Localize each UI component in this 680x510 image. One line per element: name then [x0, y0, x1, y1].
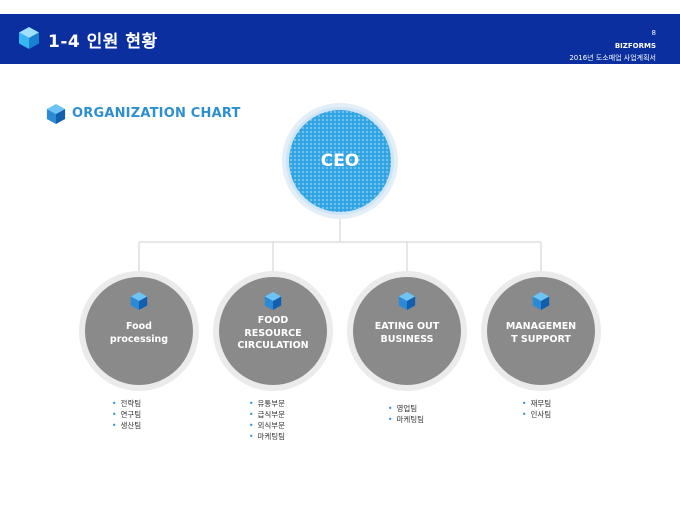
cube-icon — [46, 104, 66, 124]
cube-icon — [19, 27, 39, 49]
list-item: •전략팀 — [112, 399, 142, 408]
ceo-node — [289, 110, 391, 212]
team-list: •전략팀 •연구팀 •생산팀 — [112, 398, 141, 431]
cube-icon — [264, 292, 282, 310]
bullet-icon: • — [522, 399, 527, 408]
bullet-icon: • — [249, 432, 254, 441]
bullet-icon: • — [112, 421, 117, 430]
list-item: •급식부문 — [249, 410, 286, 419]
ceo-label: CEO — [320, 151, 360, 171]
list-item: •생산팀 — [112, 421, 142, 430]
team-list: •유통부문 •급식부문 •외식부문 •마케팅팀 — [249, 398, 285, 442]
cube-icon — [130, 292, 148, 310]
bullet-icon: • — [388, 415, 393, 424]
team-list: •재무팀 •인사팀 — [522, 398, 551, 420]
list-item: •유통부문 — [249, 399, 286, 408]
bullet-icon: • — [112, 410, 117, 419]
cube-icon — [398, 292, 416, 310]
header-bar: 1-4 인원 현황 8 BIZFORMS 2016년 도소매업 사업계획서 — [0, 14, 680, 64]
department-label: FOOD RESOURCE CIRCULATION — [237, 315, 309, 351]
cube-icon — [532, 292, 550, 310]
section-title: ORGANIZATION CHART — [72, 106, 241, 121]
bullet-icon: • — [249, 421, 254, 430]
bullet-icon: • — [249, 410, 254, 419]
document-title: 2016년 도소매업 사업계획서 — [569, 54, 656, 62]
list-item: •마케팅팀 — [249, 432, 286, 441]
list-item: •영업팀 — [388, 404, 418, 413]
department-label: EATING OUT BUSINESS — [374, 321, 440, 345]
bullet-icon: • — [249, 399, 254, 408]
list-item: •인사팀 — [522, 410, 552, 419]
bullet-icon: • — [522, 410, 527, 419]
bullet-icon: • — [388, 404, 393, 413]
page-number: 8 — [651, 29, 656, 37]
brand-label: BIZFORMS — [614, 42, 656, 50]
department-label: Food processing — [109, 321, 169, 345]
bullet-icon: • — [112, 399, 117, 408]
list-item: •마케팅팀 — [388, 415, 425, 424]
department-label: MANAGEMEN T SUPPORT — [505, 321, 577, 345]
page-title: 1-4 인원 현황 — [48, 32, 158, 52]
list-item: •연구팀 — [112, 410, 142, 419]
list-item: •외식부문 — [249, 421, 286, 430]
team-list: •영업팀 •마케팅팀 — [388, 403, 424, 425]
list-item: •재무팀 — [522, 399, 552, 408]
